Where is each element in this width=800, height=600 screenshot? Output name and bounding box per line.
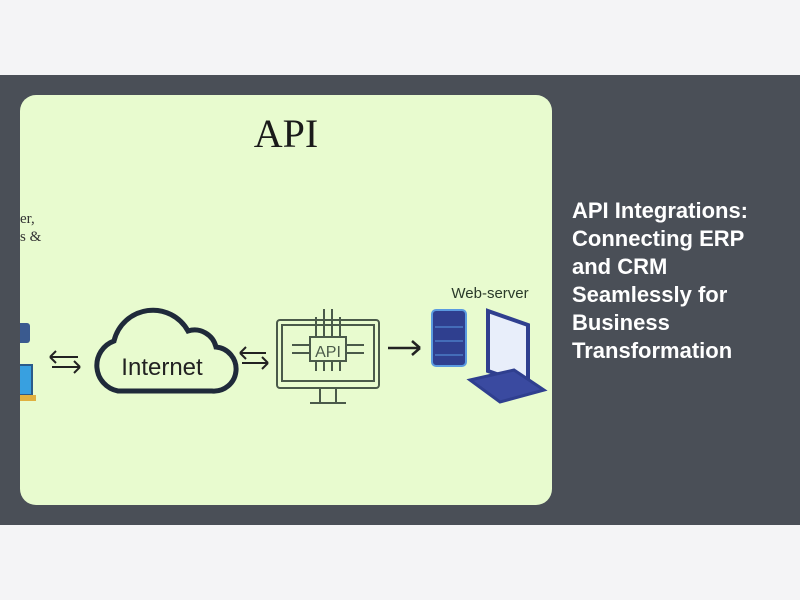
web-server-icon (431, 308, 548, 404)
bidirectional-arrow-icon (239, 346, 269, 370)
api-monitor-icon (276, 309, 380, 404)
client-device-icon (20, 323, 36, 401)
cloud-icon (94, 307, 239, 394)
cropped-label-1: er, (20, 211, 35, 227)
bidirectional-arrow-icon (49, 350, 81, 374)
server-label: Web-server (451, 285, 528, 302)
image-heading: API (254, 111, 318, 156)
right-arrow-icon (388, 340, 421, 356)
cropped-label-2: s & (20, 229, 42, 245)
cloud-label: Internet (121, 354, 203, 381)
article-image: API er, s & Internet API Web-server (20, 95, 552, 505)
chip-label: API (315, 344, 341, 361)
article-title[interactable]: API Integrations: Connecting ERP and CRM… (572, 198, 749, 363)
